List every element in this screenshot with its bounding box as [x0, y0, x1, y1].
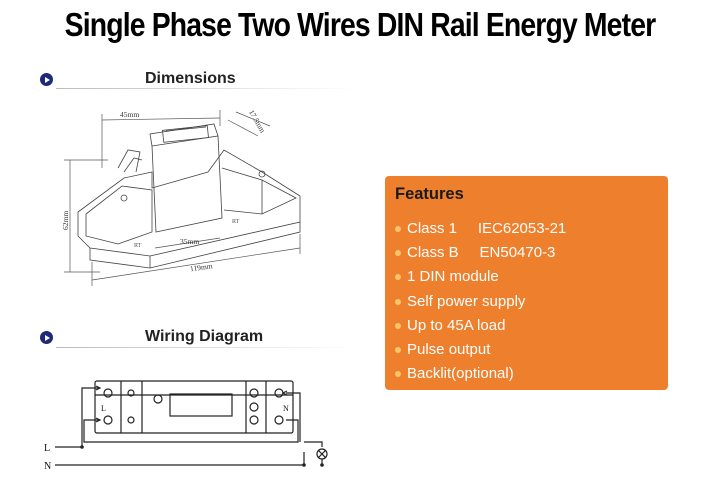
feature-bullet-icon [395, 298, 401, 305]
feature-item: Class B EN50470-3 [395, 241, 566, 265]
wiring-heading: Wiring Diagram [145, 328, 264, 345]
wiring-divider [56, 347, 356, 348]
features-panel: Features Class 1 IEC62053-21 Class B EN5… [385, 176, 668, 390]
line-wire [55, 387, 100, 448]
dimensions-heading: Dimensions [145, 70, 236, 87]
meter-body [94, 380, 294, 434]
led-indicator [153, 394, 163, 404]
svg-text:RT: RT [134, 243, 142, 249]
wiring-bullet-icon [40, 331, 53, 344]
feature-bullet-icon [395, 274, 401, 281]
svg-text:RT: RT [232, 219, 240, 225]
terminal-l-in [103, 388, 113, 398]
neutral-wire [55, 452, 305, 466]
feature-bullet-icon [395, 322, 401, 329]
terminal-n-out [274, 415, 284, 425]
feature-item: Backlit(optional) [395, 362, 566, 386]
features-title: Features [395, 185, 464, 203]
feature-bullet-icon [395, 371, 401, 378]
dim-label-width-top: 45mm [120, 110, 139, 119]
terminal-label-l: L [101, 404, 106, 413]
feature-bullet-icon [395, 226, 401, 233]
page-title: Single Phase Two Wires DIN Rail Energy M… [64, 6, 657, 43]
feature-item: Pulse output [395, 338, 566, 362]
meter-front-body [151, 135, 223, 233]
dim-label-width-mid: 35mm [180, 237, 199, 246]
meter-display [169, 393, 233, 417]
feature-bullet-icon [395, 346, 401, 353]
feature-item: Up to 45A load [395, 314, 566, 338]
dim-label-height: 62mm [61, 211, 70, 230]
wire-label-line: L [44, 443, 50, 454]
feature-item: 1 DIN module [395, 265, 566, 289]
feature-item: Class 1 IEC62053-21 [395, 217, 566, 241]
meter-display-outline [162, 125, 209, 143]
dimensions-bullet-icon [40, 73, 53, 86]
features-list: Class 1 IEC62053-21 Class B EN50470-3 1 … [395, 217, 566, 386]
meter-left-shoulder [85, 185, 153, 245]
dimensions-divider [56, 88, 356, 89]
feature-item: Self power supply [395, 290, 566, 314]
terminal-label-n: N [283, 404, 289, 413]
dim-label-length-bottom: 119mm [189, 261, 213, 273]
wire-label-neutral: N [44, 461, 51, 472]
feature-bullet-icon [395, 250, 401, 257]
terminal-l-out [103, 415, 113, 425]
